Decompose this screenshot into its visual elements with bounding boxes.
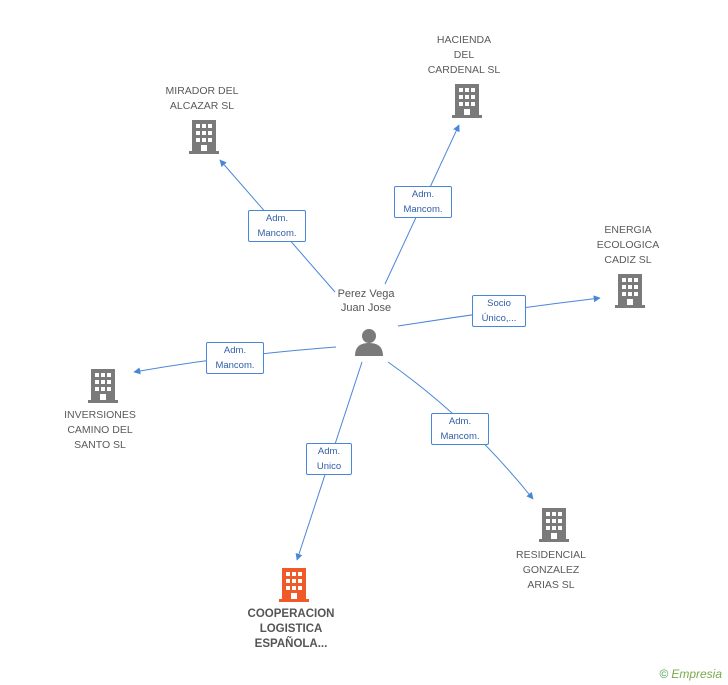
person-name-line: Juan Jose <box>340 302 392 314</box>
building-icon-highlighted[interactable] <box>279 568 309 602</box>
company-label-inversiones[interactable]: INVERSIONES CAMINO DEL SANTO SL <box>35 408 165 453</box>
edge-label-residencial[interactable]: Adm. Mancom. <box>431 413 489 445</box>
building-icon[interactable] <box>539 508 569 542</box>
edge-label-cooperacion[interactable]: Adm. Unico <box>306 443 352 475</box>
person-name[interactable]: Perez Vega Juan Jose <box>306 287 426 315</box>
edge-role: Mancom. <box>403 204 443 215</box>
edge-label-inversiones[interactable]: Adm. Mancom. <box>206 342 264 374</box>
company-name-line: ESPAÑOLA... <box>254 638 328 650</box>
company-name-line: MIRADOR DEL <box>165 85 239 97</box>
company-label-residencial[interactable]: RESIDENCIAL GONZALEZ ARIAS SL <box>486 548 616 593</box>
edge-label-mirador[interactable]: Adm. Mancom. <box>248 210 306 242</box>
company-name-line: HACIENDA <box>436 34 492 46</box>
company-label-hacienda[interactable]: HACIENDA DEL CARDENAL SL <box>399 33 529 78</box>
building-icon[interactable] <box>452 84 482 118</box>
edge-role: Adm. <box>265 213 289 224</box>
edge-label-hacienda[interactable]: Adm. Mancom. <box>394 186 452 218</box>
company-label-energia[interactable]: ENERGIA ECOLOGICA CADIZ SL <box>563 223 693 268</box>
company-name-line: DEL <box>453 49 475 61</box>
edge-role: Adm. <box>411 189 435 200</box>
person-icon[interactable] <box>354 328 384 356</box>
company-name-line: ALCAZAR SL <box>169 100 235 112</box>
company-name-line: ECOLOGICA <box>596 239 660 251</box>
company-label-cooperacion[interactable]: COOPERACION LOGISTICA ESPAÑOLA... <box>226 607 356 652</box>
building-icon[interactable] <box>189 120 219 154</box>
company-name-line: SANTO SL <box>74 439 126 451</box>
edge-role: Adm. <box>223 345 247 356</box>
company-label-mirador[interactable]: MIRADOR DEL ALCAZAR SL <box>137 84 267 114</box>
person-name-line: Perez Vega <box>337 288 395 300</box>
edge-role: Mancom. <box>440 431 480 442</box>
edge-role: Mancom. <box>215 360 255 371</box>
company-name-line: INVERSIONES <box>64 409 136 421</box>
company-name-line: GONZALEZ <box>522 564 580 576</box>
brand-name: Empresia <box>671 667 722 681</box>
edge-role: Adm. <box>317 446 341 457</box>
edge-role: Socio <box>487 298 511 309</box>
company-name-line: CAMINO DEL <box>67 424 133 436</box>
company-name-line: ARIAS SL <box>527 579 575 591</box>
company-name-line: CARDENAL SL <box>427 64 501 76</box>
company-name-line: CADIZ SL <box>604 254 652 266</box>
brand-footer[interactable]: ©Empresia <box>659 667 722 681</box>
building-icon[interactable] <box>615 274 645 308</box>
edge-role: Unico <box>316 461 342 472</box>
edge-role: Mancom. <box>257 228 297 239</box>
company-name-line: COOPERACION <box>247 608 335 620</box>
edge-role: Único,... <box>481 313 517 324</box>
building-icon[interactable] <box>88 369 118 403</box>
copyright-icon: © <box>659 667 669 681</box>
company-name-line: LOGISTICA <box>259 623 323 635</box>
company-name-line: ENERGIA <box>604 224 652 236</box>
edge-label-energia[interactable]: Socio Único,... <box>472 295 526 327</box>
company-name-line: RESIDENCIAL <box>515 549 587 561</box>
edge-role: Adm. <box>448 416 472 427</box>
